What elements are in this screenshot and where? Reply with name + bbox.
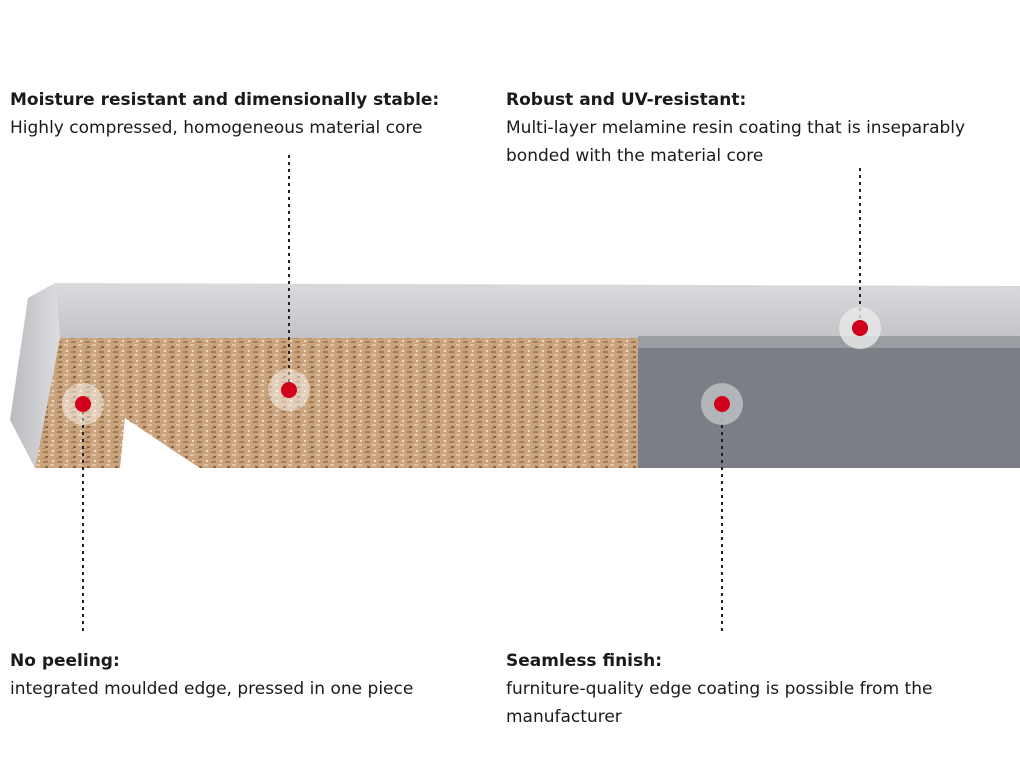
callout-title: No peeling:: [10, 651, 120, 671]
side-coating: [638, 338, 1020, 468]
callout-robust: Robust and UV-resistant: Multi-layer mel…: [506, 86, 1011, 170]
callout-text: Highly compressed, homogeneous material …: [10, 118, 423, 138]
callout-peeling: No peeling: integrated moulded edge, pre…: [10, 647, 490, 703]
marker-peeling[interactable]: [62, 383, 104, 425]
callout-moisture: Moisture resistant and dimensionally sta…: [10, 86, 490, 142]
marker-seamless[interactable]: [701, 383, 743, 425]
marker-robust[interactable]: [839, 307, 881, 349]
callout-title: Seamless finish:: [506, 651, 663, 671]
moulded-edge: [10, 283, 60, 468]
marker-moisture[interactable]: [268, 369, 310, 411]
side-coating-highlight: [638, 336, 1020, 348]
callout-title: Moisture resistant and dimensionally sta…: [10, 90, 440, 110]
top-coating: [55, 283, 1020, 338]
callout-text: Multi-layer melamine resin coating that …: [506, 118, 966, 166]
callout-text: furniture-quality edge coating is possib…: [506, 679, 933, 727]
material-core: [35, 338, 638, 468]
callout-title: Robust and UV-resistant:: [506, 90, 747, 110]
callout-seamless: Seamless finish: furniture-quality edge …: [506, 647, 1011, 731]
callout-text: integrated moulded edge, pressed in one …: [10, 679, 414, 699]
